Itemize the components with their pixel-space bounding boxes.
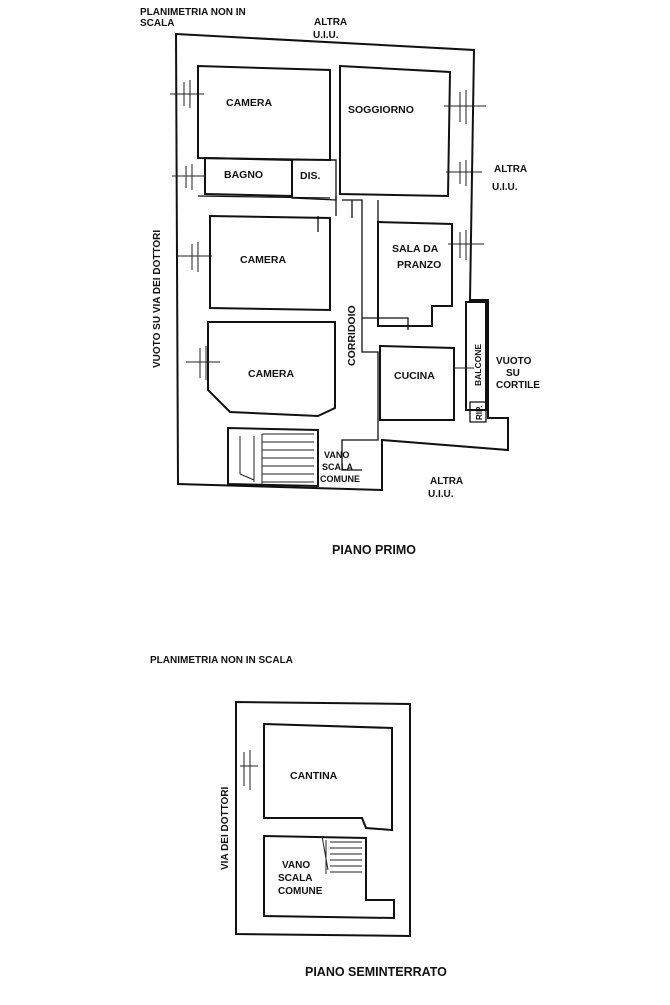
vano-scala-comune-stair [227, 426, 319, 488]
room-label-balcone: BALCONE [473, 344, 483, 386]
room-label-cucina: CUCINA [394, 370, 435, 382]
basement-stair-label-line3: COMUNE [278, 886, 323, 897]
basement-street-label: VIA DEI DOTTORI [220, 786, 231, 870]
basement-stair-label-line2: SCALA [278, 873, 312, 884]
basement-window-symbol [240, 750, 258, 790]
first-floor-scale-note-line1: PLANIMETRIA NON IN [140, 7, 246, 18]
room-label-sala-line1: SALA DA [392, 243, 439, 255]
ripostiglio-outline [469, 401, 487, 423]
basement-stair-outline [263, 834, 395, 920]
room-camera-bottom-outline [207, 321, 336, 418]
room-sala-pranzo-outline [377, 220, 453, 327]
courtyard-label-line1: VUOTO [496, 356, 532, 367]
courtyard-label-line3: CORTILE [496, 380, 540, 391]
top-neighbor-label-line1: ALTRA [314, 17, 347, 28]
room-corridoio-outline [341, 199, 379, 471]
right-neighbor-label-line2: U.I.U. [492, 182, 518, 193]
room-cantina-outline [263, 722, 393, 832]
courtyard-label-line2: SU [506, 368, 520, 379]
bottom-neighbor-label-line1: ALTRA [430, 476, 463, 487]
room-label-cantina: CANTINA [290, 770, 338, 782]
stair-label-line1: VANO [324, 450, 349, 460]
room-soggiorno-outline [339, 64, 452, 198]
basement-scale-note: PLANIMETRIA NON IN SCALA [150, 655, 293, 666]
bottom-neighbor-label-line2: U.I.U. [428, 489, 454, 500]
stair-label-line2: SCALA [322, 462, 353, 472]
first-floor-title: PIANO PRIMO [332, 543, 416, 557]
window-symbols-left [170, 80, 220, 380]
basement-outer-wall [235, 700, 411, 938]
window-symbols-right [444, 90, 486, 369]
basement-plan: PLANIMETRIA NON IN SCALA VIA DEI DOTTORI… [150, 655, 447, 979]
first-floor-outer-wall [174, 32, 509, 492]
basement-title: PIANO SEMINTERRATO [305, 965, 447, 979]
street-side-label: VUOTO SU VIA DEI DOTTORI [152, 230, 163, 368]
room-label-camera-mid: CAMERA [240, 254, 286, 266]
room-label-bagno: BAGNO [224, 169, 263, 181]
first-floor-scale-note-line2: SCALA [140, 18, 174, 29]
room-camera-top-outline [197, 64, 331, 162]
basement-stair-label-line1: VANO [282, 860, 310, 871]
room-label-corridoio: CORRIDOIO [346, 305, 358, 366]
room-label-dis: DIS. [300, 170, 321, 182]
first-floor-plan: PLANIMETRIA NON IN SCALA ALTRA U.I.U. AL… [140, 7, 540, 557]
basement-stair-steps [321, 835, 362, 874]
right-neighbor-label-line1: ALTRA [494, 164, 527, 175]
room-label-camera-bottom: CAMERA [248, 368, 294, 380]
room-label-camera-top: CAMERA [226, 97, 272, 109]
room-label-rip: RIP. [475, 405, 484, 420]
top-neighbor-label-line2: U.I.U. [313, 30, 339, 41]
stair-label-line3: COMUNE [320, 474, 360, 484]
room-cucina-outline [379, 344, 455, 421]
room-label-soggiorno: SOGGIORNO [348, 104, 414, 116]
room-camera-mid-outline [209, 214, 331, 312]
first-floor-inner-walls [197, 159, 409, 330]
room-label-sala-line2: PRANZO [397, 259, 441, 271]
